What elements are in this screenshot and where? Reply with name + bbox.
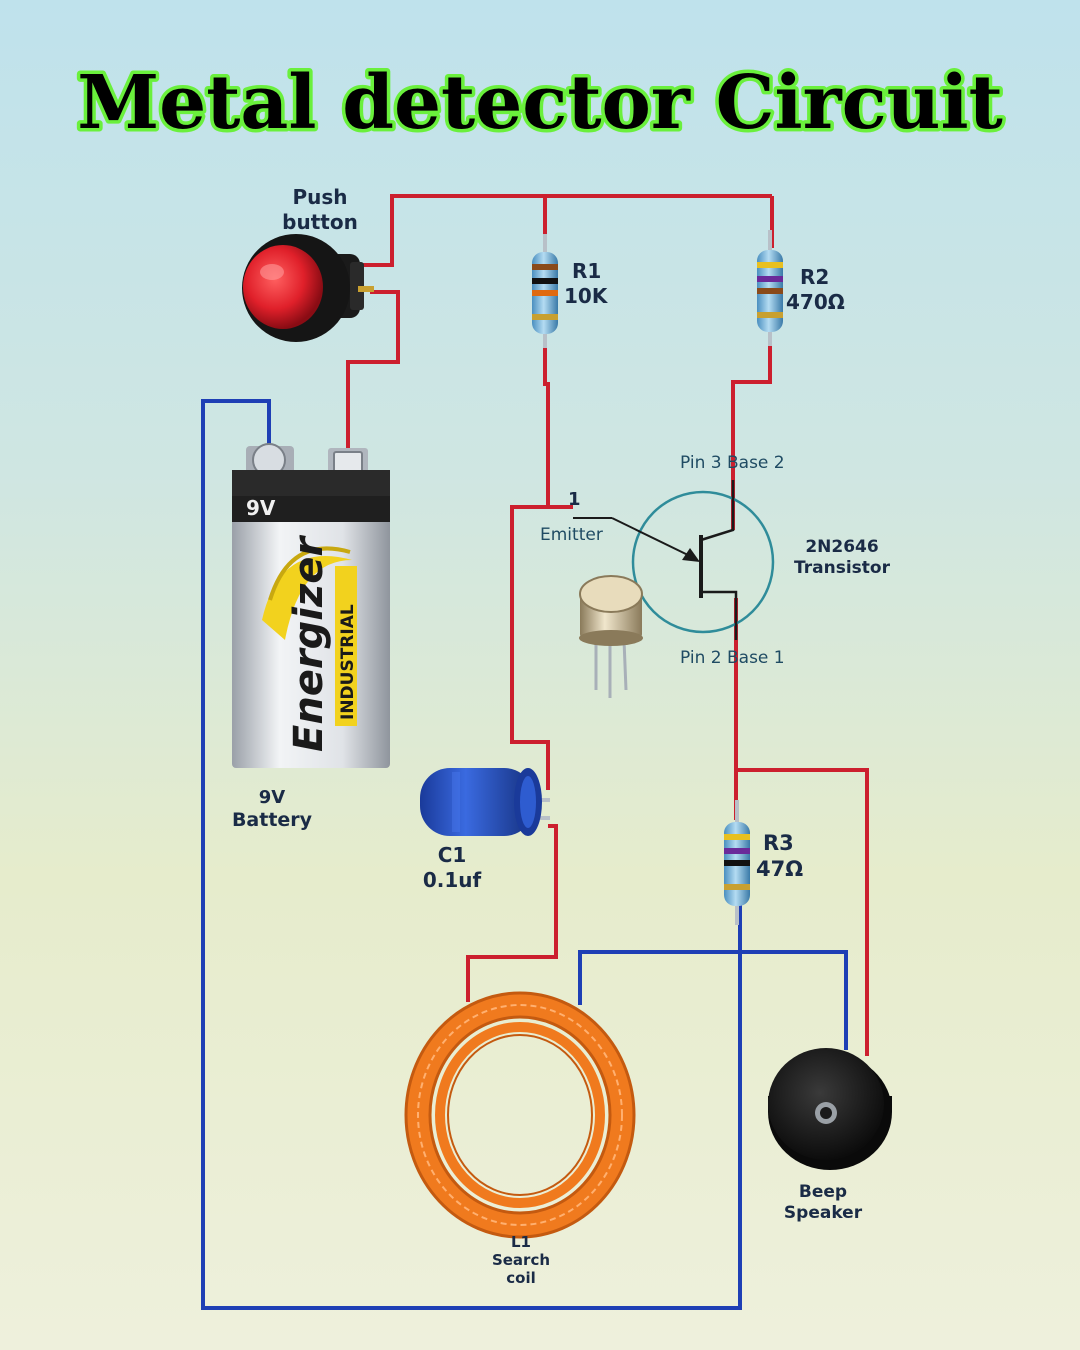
battery-9v: [232, 443, 390, 768]
capacitor-c1: [420, 768, 550, 836]
battery-label-line2: Battery: [232, 809, 313, 831]
r3-name: R3: [763, 831, 794, 855]
transistor-pin1-label: 1: [568, 489, 581, 510]
r3-value: 47Ω: [756, 857, 803, 881]
transistor-emitter-label: Emitter: [540, 525, 603, 545]
negative-wires: [201, 399, 848, 1310]
push-button-label-line1: Push: [292, 185, 347, 209]
coil-label-line3: coil: [506, 1269, 535, 1287]
push-button-label-line2: button: [282, 210, 358, 234]
beep-speaker: [768, 1048, 892, 1170]
page-title: Metal detector Circuit: [77, 60, 1003, 146]
transistor-label-line1: 2N2646: [805, 537, 878, 557]
r1-name: R1: [572, 259, 601, 283]
speaker-label-line1: Beep: [799, 1182, 847, 1202]
button-cap: [243, 245, 323, 329]
transistor-label-line2: Transistor: [794, 558, 891, 578]
battery-label-line1: 9V: [259, 787, 286, 808]
push-button[interactable]: [242, 234, 374, 342]
coil-label-line1: L1: [511, 1233, 531, 1251]
speaker-label-line2: Speaker: [784, 1203, 863, 1223]
resistor-r2: [757, 230, 783, 346]
resistor-r1: [532, 234, 558, 348]
positive-wires: [346, 194, 869, 1056]
resistor-r3: [724, 800, 750, 925]
transistor-can: [579, 575, 643, 698]
r2-value: 470Ω: [786, 290, 845, 314]
c1-value: 0.1uf: [423, 868, 482, 892]
battery-top-label: 9V: [246, 496, 276, 520]
c1-name: C1: [438, 843, 467, 867]
battery-sub-brand: INDUSTRIAL: [338, 604, 358, 720]
battery-brand: Energizer: [286, 535, 332, 752]
coil-label-line2: Search: [492, 1251, 550, 1269]
r1-value: 10K: [564, 284, 609, 308]
transistor-symbol: [573, 480, 775, 640]
transistor-pin3-label: Pin 3 Base 2: [680, 453, 785, 473]
transistor-pin2-label: Pin 2 Base 1: [680, 648, 785, 668]
search-coil: [404, 991, 636, 1239]
r2-name: R2: [800, 265, 829, 289]
